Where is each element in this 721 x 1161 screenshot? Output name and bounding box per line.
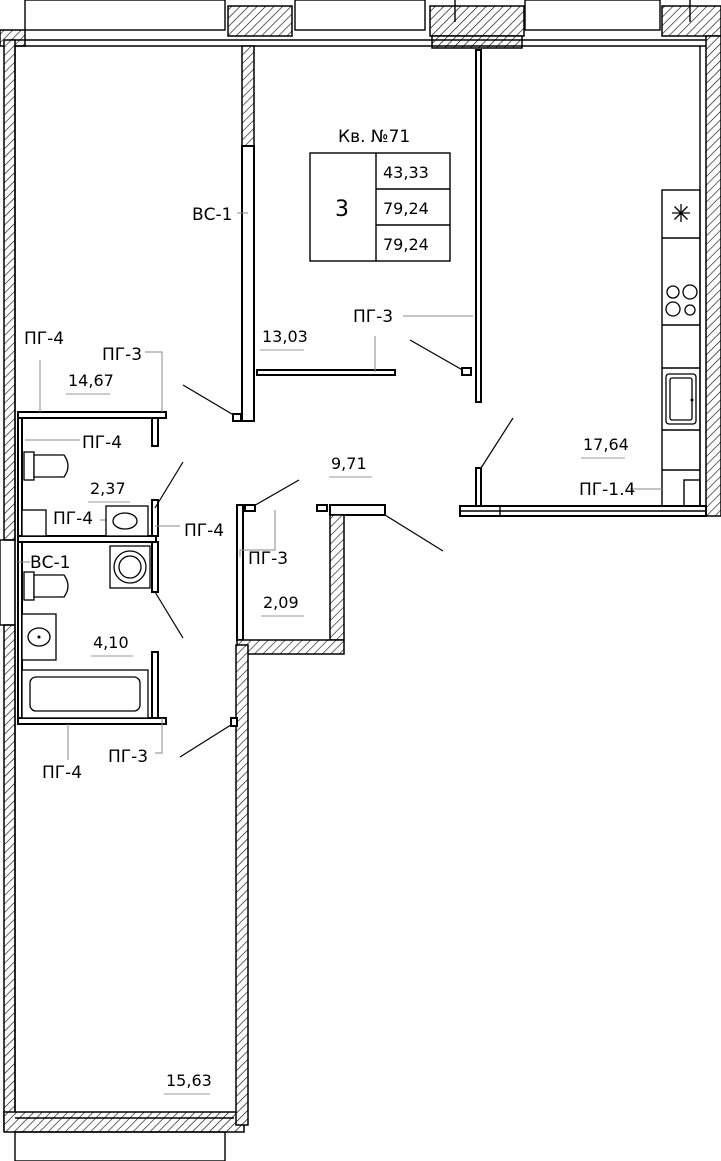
room-areas: 14,67 13,03 17,64 9,71 2,37 2,09 4,10 15… bbox=[66, 327, 629, 1095]
top-exterior-wall bbox=[0, 0, 721, 49]
room-area: 9,71 bbox=[331, 454, 367, 473]
label-pg4: ПГ-4 bbox=[53, 509, 93, 529]
bathtub-icon bbox=[21, 669, 149, 719]
apartment-info-table: Кв. №71 3 43,33 79,24 79,24 bbox=[309, 127, 451, 262]
stove-icon bbox=[665, 284, 698, 317]
room-count: 3 bbox=[335, 197, 349, 222]
total-area-value: 79,24 bbox=[383, 199, 429, 218]
right-exterior-wall bbox=[699, 35, 721, 517]
left-exterior-wall bbox=[0, 39, 16, 1131]
sink-icon bbox=[21, 505, 149, 537]
sink-icon bbox=[21, 613, 57, 661]
bottom-exterior-wall bbox=[3, 1111, 245, 1161]
label-pg4: ПГ-4 bbox=[184, 521, 224, 541]
element-labels: ВС-1 ПГ-3 ПГ-4 ПГ-3 ПГ-4 ПГ-4 ПГ-4 ПГ-3 … bbox=[24, 205, 635, 783]
toilet-icon bbox=[23, 571, 69, 601]
door-swings bbox=[151, 339, 514, 758]
asterisk-icon bbox=[672, 204, 690, 222]
label-pg14: ПГ-1.4 bbox=[579, 480, 635, 500]
room-area: 14,67 bbox=[68, 371, 114, 390]
room-area: 2,37 bbox=[90, 479, 126, 498]
room-area: 4,10 bbox=[93, 633, 129, 652]
label-pg3: ПГ-3 bbox=[353, 307, 393, 327]
apartment-title: Кв. №71 bbox=[338, 127, 410, 147]
label-vs1: ВС-1 bbox=[30, 553, 70, 573]
label-pg4: ПГ-4 bbox=[42, 763, 82, 783]
total-area-balcony-value: 79,24 bbox=[383, 235, 429, 254]
label-pg3: ПГ-3 bbox=[102, 345, 142, 365]
label-pg3: ПГ-3 bbox=[108, 747, 148, 767]
label-pg4: ПГ-4 bbox=[24, 329, 64, 349]
room-area: 15,63 bbox=[166, 1071, 212, 1090]
room-area: 2,09 bbox=[263, 593, 299, 612]
room-area: 17,64 bbox=[583, 435, 629, 454]
label-pg3: ПГ-3 bbox=[248, 549, 288, 569]
living-area-value: 43,33 bbox=[383, 163, 429, 182]
washer-icon bbox=[109, 545, 151, 589]
label-vs1: ВС-1 bbox=[192, 205, 232, 225]
sink-icon bbox=[665, 373, 697, 425]
interior-walls bbox=[17, 45, 707, 1126]
toilet-icon bbox=[23, 451, 69, 481]
room-area: 13,03 bbox=[262, 327, 308, 346]
label-pg4: ПГ-4 bbox=[82, 433, 122, 453]
